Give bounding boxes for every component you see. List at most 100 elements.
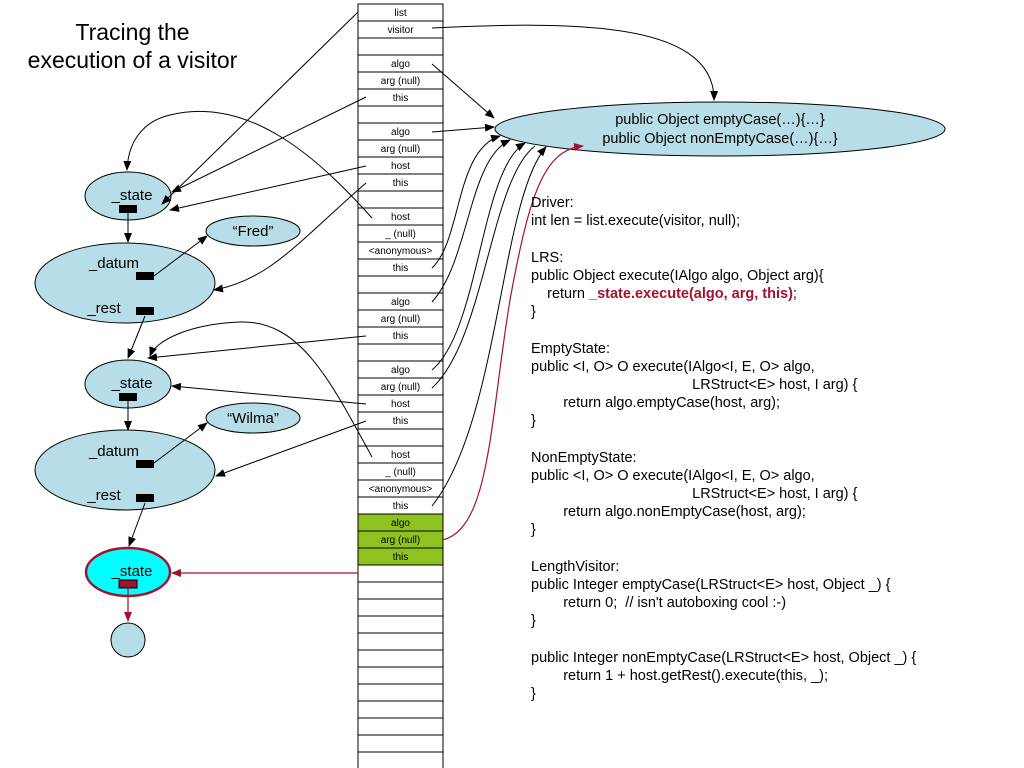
- datum-pointer-1: [136, 272, 154, 280]
- arrow-rest2-to-state3: [128, 502, 146, 547]
- code-text: }: [531, 522, 536, 539]
- stack-cell-label: arg (null): [381, 76, 420, 87]
- nonempty-case-label: public Object nonEmptyCase(…){…}: [602, 131, 837, 147]
- stack-cell: [357, 666, 444, 685]
- code-line: LRStruct<E> host, I arg) {: [531, 376, 1011, 394]
- code-text: LRS:: [531, 249, 564, 266]
- code-line: }: [531, 612, 1011, 630]
- stack-cell: [357, 275, 444, 294]
- wilma-label: “Wilma”: [227, 410, 279, 427]
- stack-cell: [357, 683, 444, 702]
- code-text: return: [531, 285, 590, 302]
- code-text: return 1 + host.getRest().execute(this, …: [531, 667, 828, 684]
- arrow-this4-to-state2: [147, 335, 367, 362]
- arrow-this3-to-object: [431, 134, 501, 269]
- arrow-list-to-state: [161, 11, 359, 205]
- code-text: public Object execute(IAlgo algo, Object…: [531, 267, 824, 284]
- code-text: return 0; // isn't autoboxing cool :-): [531, 595, 787, 612]
- datum-label-1: _datum: [88, 255, 139, 272]
- list-structure: _state _datum _rest “Fred” _state _datum…: [34, 171, 301, 658]
- code-line: [531, 430, 1011, 448]
- arrow-this2-to-datum: [213, 182, 367, 293]
- stack-cell-label: this: [393, 263, 409, 274]
- arrow-active-algo-to-object: [441, 142, 584, 541]
- stack-cell: [357, 343, 444, 362]
- code-line: return 0; // isn't autoboxing cool :-): [531, 594, 1011, 612]
- state-pointer-1: [119, 205, 137, 213]
- stack-cell: [357, 751, 444, 768]
- reference-arrows: [123, 11, 719, 547]
- stack-cell-label: <anonymous>: [369, 484, 433, 495]
- code-text-after: ;: [792, 285, 797, 302]
- code-line: return algo.emptyCase(host, arg);: [531, 394, 1011, 412]
- stack-cell: [357, 428, 444, 447]
- code-line: LRStruct<E> host, I arg) {: [531, 485, 1011, 503]
- stack-cell: [357, 632, 444, 651]
- stack-cell-label: <anonymous>: [369, 246, 433, 257]
- stack-cell: [357, 615, 444, 634]
- stack-cell-label: list: [394, 8, 406, 19]
- active-arrows: [124, 142, 584, 622]
- code-text: Driver:: [531, 195, 574, 211]
- stack-cell: [357, 37, 444, 56]
- code-text: int len = list.execute(visitor, null);: [531, 213, 741, 230]
- title-line-1: Tracing the: [75, 19, 190, 45]
- wilma-node: [205, 402, 301, 434]
- stack-cell: [357, 700, 444, 719]
- rest-label-1: _rest: [86, 300, 121, 317]
- stack-cell-label: _ (null): [384, 229, 416, 240]
- code-line: public Integer nonEmptyCase(LRStruct<E> …: [531, 649, 1011, 667]
- stack-cell-label: visitor: [387, 25, 414, 36]
- arrow-algo2-to-object: [431, 123, 495, 133]
- code-text: public Integer emptyCase(LRStruct<E> hos…: [531, 576, 891, 593]
- code-text: }: [531, 304, 536, 321]
- datum-node-2: [34, 429, 216, 511]
- code-line: [531, 631, 1011, 649]
- fred-label: “Fred”: [233, 223, 274, 240]
- code-line: LRS:: [531, 249, 1011, 267]
- arrow-visitor-to-object: [431, 24, 719, 101]
- stack-cell-label: arg (null): [381, 314, 420, 325]
- stack-cell: [357, 598, 444, 617]
- state-pointer-3: [118, 579, 138, 589]
- rest-pointer-1: [136, 307, 154, 315]
- state-label-1: _state: [111, 187, 153, 204]
- visitor-object: public Object emptyCase(…){…} public Obj…: [494, 101, 946, 157]
- stack-cell-label: algo: [391, 365, 410, 376]
- stack-cell-label: arg (null): [381, 144, 420, 155]
- arrow-host4-from-state2: [149, 321, 373, 458]
- code-text: NonEmptyState:: [531, 449, 637, 466]
- stack-cell: [357, 190, 444, 209]
- slide-title: Tracing the execution of a visitor: [0, 18, 265, 74]
- code-listing: Driver: int len = list.execute(visitor, n…: [531, 194, 1011, 703]
- stack-cell: [357, 105, 444, 124]
- arrow-rest1-to-state2: [127, 315, 146, 359]
- code-line: return algo.nonEmptyCase(host, arg);: [531, 503, 1011, 521]
- code-line: return _state.execute(algo, arg, this);: [531, 285, 1011, 303]
- title-line-2: execution of a visitor: [27, 47, 238, 73]
- code-text: public <I, O> O execute(IAlgo<I, E, O> a…: [531, 467, 815, 484]
- stack-cell-label: algo: [391, 518, 410, 529]
- code-line: public <I, O> O execute(IAlgo<I, E, O> a…: [531, 358, 1011, 376]
- stack-cell-label: arg (null): [381, 535, 420, 546]
- code-line: [531, 540, 1011, 558]
- code-text: EmptyState:: [531, 340, 610, 357]
- code-text: return algo.emptyCase(host, arg);: [531, 395, 781, 412]
- code-text: public <I, O> O execute(IAlgo<I, E, O> a…: [531, 358, 815, 375]
- code-text: }: [531, 613, 536, 630]
- stack-cell-label: algo: [391, 297, 410, 308]
- code-line: LengthVisitor:: [531, 558, 1011, 576]
- code-line: }: [531, 412, 1011, 430]
- state-label-3: _state: [111, 563, 153, 580]
- arrow-host2-from-state: [123, 110, 373, 219]
- fred-node: [205, 215, 301, 247]
- code-line: [531, 230, 1011, 248]
- code-text: LengthVisitor:: [531, 558, 620, 575]
- visitor-object-ellipse: [494, 101, 946, 157]
- stack-cell: [357, 581, 444, 600]
- arrow-datum2-to-wilma: [153, 422, 208, 464]
- datum-pointer-2: [136, 460, 154, 468]
- stack-cell: [357, 649, 444, 668]
- stack-cell-label: algo: [391, 59, 410, 70]
